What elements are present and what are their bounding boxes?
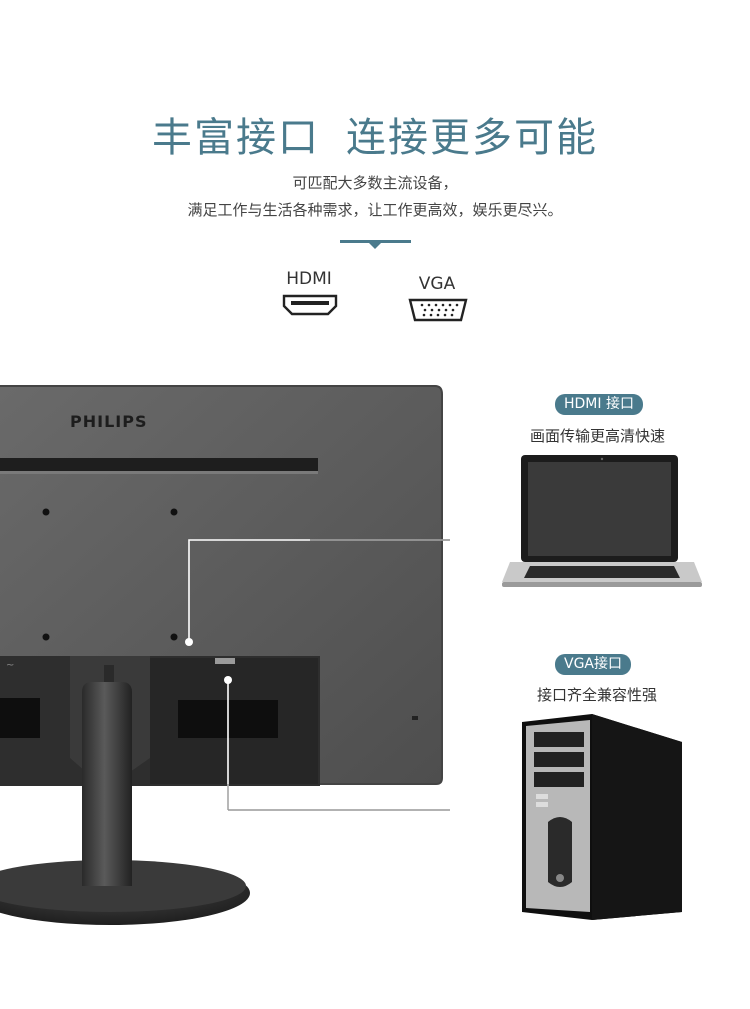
title-part-2: 连接更多可能 xyxy=(346,115,598,161)
divider-arrow-icon xyxy=(369,243,381,249)
subtitle-line-1: 可匹配大多数主流设备， xyxy=(292,174,458,192)
subtitle-line-2: 满足工作与生活各种需求，让工作更高效，娱乐更尽兴。 xyxy=(187,201,563,219)
svg-text:~: ~ xyxy=(6,660,14,671)
laptop-icon xyxy=(500,454,704,590)
hdmi-caption: 画面传输更高清快速 xyxy=(530,427,666,445)
brand-logo: PHILIPS xyxy=(70,412,148,431)
vga-badge: VGA接口 xyxy=(555,654,632,675)
hdmi-port-icon xyxy=(282,294,338,316)
title-part-1: 丰富接口 xyxy=(152,115,320,161)
hdmi-label: HDMI xyxy=(286,269,332,289)
section-divider xyxy=(340,240,411,243)
desktop-tower-icon xyxy=(520,712,684,922)
monitor-back-view: ~ xyxy=(0,380,513,940)
hdmi-badge: HDMI 接口 xyxy=(555,394,643,415)
vga-label: VGA xyxy=(418,274,456,294)
vga-port-icon xyxy=(408,298,468,322)
vga-caption: 接口齐全兼容性强 xyxy=(537,686,658,704)
page-title: 丰富接口连接更多可能 xyxy=(0,105,750,163)
